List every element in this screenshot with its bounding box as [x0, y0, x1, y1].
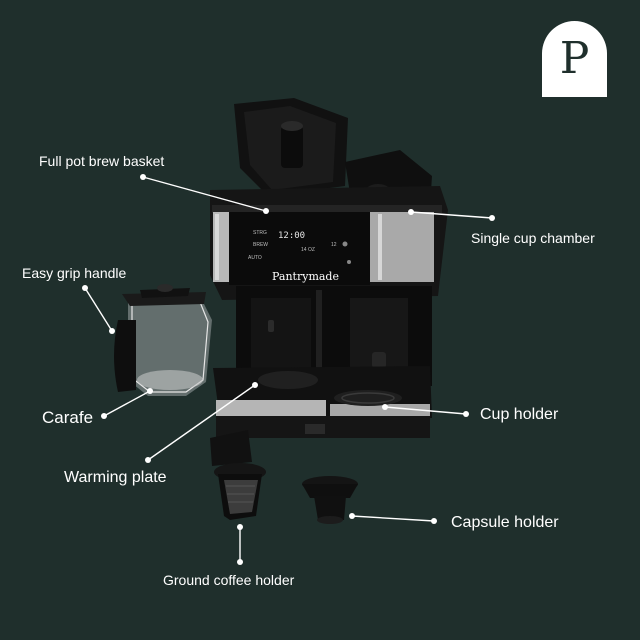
label-carafe: Carafe — [42, 408, 94, 427]
callout-dot-warming-plate — [145, 457, 151, 463]
callout-line-carafe — [103, 390, 151, 417]
logo-letter: P — [559, 33, 590, 84]
display-readout: 12:00 — [278, 231, 305, 241]
panel-tag: 12 — [331, 242, 337, 248]
panel-volume: 14 OZ — [301, 247, 315, 253]
callout-dot-cup-holder — [382, 404, 388, 410]
callout-dot-single-cup — [408, 209, 414, 215]
callout-line-warming-plate — [147, 384, 256, 461]
callout-line-single-cup — [410, 211, 493, 219]
ground-coffee-holder-illustration — [210, 430, 266, 520]
callout-line-handle — [84, 287, 113, 332]
callout-line-cup-holder — [384, 406, 467, 415]
callout-dot-cup-holder — [463, 411, 469, 417]
label-warming-plate: Warming plate — [64, 469, 167, 486]
callout-dot-capsule — [349, 513, 355, 519]
callout-dot-handle — [109, 328, 115, 334]
label-easy-grip-handle: Easy grip handle — [22, 265, 127, 281]
callout-dot-brew-basket — [140, 174, 146, 180]
label-capsule-holder: Capsule holder — [451, 514, 559, 531]
label-full-pot-brew-basket: Full pot brew basket — [39, 153, 165, 169]
label-ground-coffee-holder: Ground coffee holder — [163, 572, 295, 588]
callout-dot-ground-coffee — [237, 524, 243, 530]
label-single-cup-chamber: Single cup chamber — [471, 230, 595, 246]
callout-line-capsule — [351, 515, 435, 522]
callout-line-brew-basket — [142, 176, 267, 212]
panel-tag: BREW — [253, 242, 268, 248]
carafe-illustration — [114, 284, 212, 396]
callout-dot-carafe — [147, 388, 153, 394]
callout-dot-carafe — [101, 413, 107, 419]
callout-dot-brew-basket — [263, 208, 269, 214]
machine-brand-label: Pantrymade — [272, 270, 339, 283]
callout-dot-handle — [82, 285, 88, 291]
label-cup-holder: Cup holder — [480, 406, 559, 423]
capsule-holder-illustration — [302, 476, 358, 524]
panel-tag: STRG — [253, 230, 267, 236]
panel-tag: AUTO — [248, 255, 262, 261]
brand-logo: P — [542, 21, 607, 97]
callout-dot-capsule — [431, 518, 437, 524]
callout-dot-ground-coffee — [237, 559, 243, 565]
callout-dot-single-cup — [489, 215, 495, 221]
callout-dot-warming-plate — [252, 382, 258, 388]
